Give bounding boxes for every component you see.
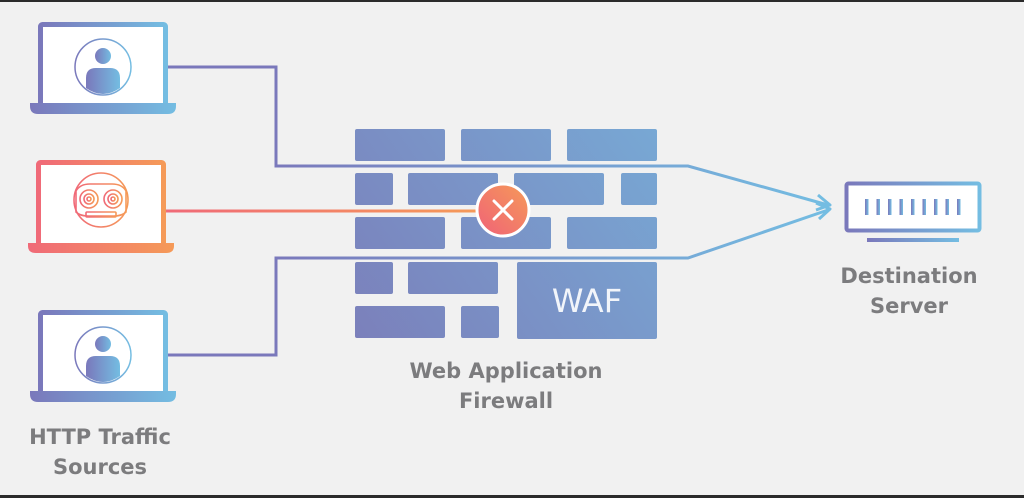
wall-brick xyxy=(517,262,657,339)
waf-label: Web Application Firewall xyxy=(386,356,626,416)
connection-user-top xyxy=(166,65,829,207)
firewall-wall xyxy=(355,129,657,339)
wall-brick xyxy=(408,262,498,294)
connection-user-bottom xyxy=(166,208,829,357)
server-bar xyxy=(922,199,926,215)
source-laptop-user-bottom xyxy=(30,310,176,402)
connection-lines-front xyxy=(354,164,658,260)
waf-label-line2: Firewall xyxy=(458,389,554,413)
wall-brick xyxy=(514,173,604,205)
wall-brick xyxy=(567,217,657,249)
server-bar xyxy=(934,199,938,215)
wall-brick xyxy=(355,306,445,338)
laptop-base xyxy=(30,391,176,402)
close-icon xyxy=(492,199,514,221)
sources-label-line2: Sources xyxy=(52,455,148,479)
wall-brick xyxy=(355,217,445,249)
wall-brick xyxy=(355,129,445,161)
server-label: Destination Server xyxy=(816,261,1002,321)
arrow-head-bottom xyxy=(815,201,832,221)
window-border-top xyxy=(0,0,1024,2)
server-bar xyxy=(865,199,869,215)
server-bar xyxy=(945,199,949,215)
window-border-bottom xyxy=(0,495,1024,498)
server-stand xyxy=(867,238,959,242)
wall-brick xyxy=(461,306,499,338)
waf-label-line1: Web Application xyxy=(409,359,603,383)
sources-label: HTTP Traffic Sources xyxy=(2,422,198,482)
laptop-base xyxy=(28,243,174,253)
server-bars xyxy=(865,199,961,215)
server-bar xyxy=(876,199,880,215)
laptop-base xyxy=(30,103,176,114)
user-icon xyxy=(74,326,132,384)
server-label-line1: Destination xyxy=(840,264,978,288)
waf-wall-text: WAF xyxy=(552,282,622,320)
wall-brick xyxy=(355,173,393,205)
sources-label-line1: HTTP Traffic xyxy=(29,425,171,449)
robot-icon xyxy=(73,172,129,228)
user-icon xyxy=(74,38,132,96)
laptop-screen xyxy=(36,160,166,248)
server-bar xyxy=(899,199,903,215)
wall-brick xyxy=(408,173,498,205)
source-laptop-user-top xyxy=(30,22,176,114)
wall-brick xyxy=(461,129,551,161)
server-bar xyxy=(888,199,892,215)
wall-brick xyxy=(621,173,657,205)
server-label-line2: Server xyxy=(869,294,948,318)
blocked-badge xyxy=(475,182,531,238)
server-bar xyxy=(957,199,961,215)
server-icon xyxy=(844,181,982,242)
source-laptop-bot xyxy=(28,160,174,253)
arrow-head-top xyxy=(815,193,832,212)
server-bar xyxy=(911,199,915,215)
wall-brick xyxy=(355,262,393,294)
wall-brick xyxy=(567,129,657,161)
